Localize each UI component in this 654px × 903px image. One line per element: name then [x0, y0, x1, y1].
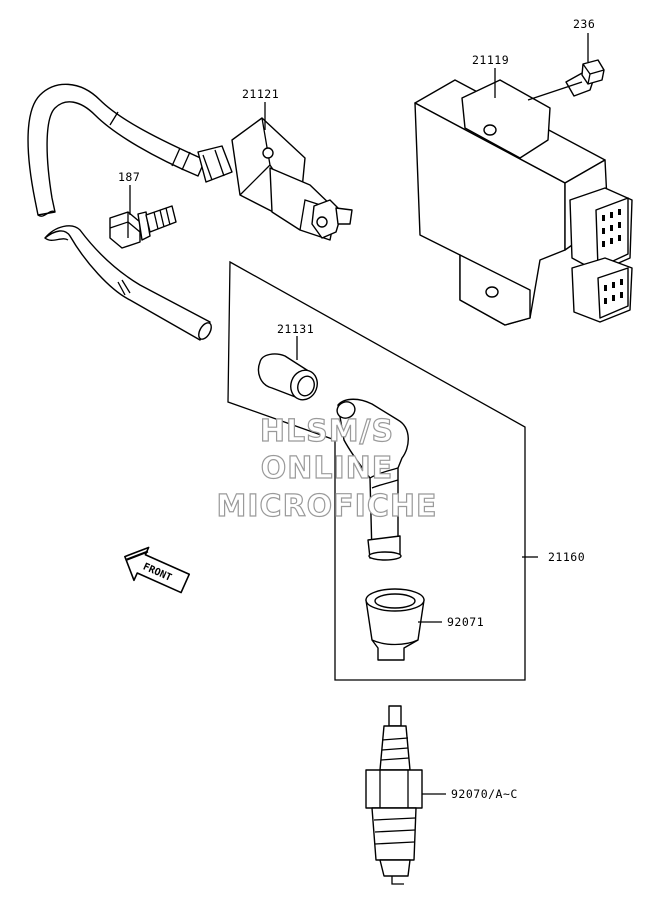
watermark-line-2: ONLINE	[261, 451, 394, 486]
bolt-187	[109, 205, 177, 249]
leader-lines	[129, 33, 589, 795]
watermark-line-1: HLSM/S	[260, 414, 394, 449]
part-label-21160: 21160	[548, 550, 585, 564]
part-label-21121: 21121	[242, 87, 279, 101]
ignition-coil-21121	[197, 117, 353, 241]
spark-plug-92070	[365, 705, 423, 885]
front-arrow: FRONT	[124, 546, 191, 594]
part-label-92070: 92070/A~C	[451, 787, 518, 801]
watermark: HLSM/S ONLINE MICROFICHE	[216, 413, 438, 524]
part-label-236: 236	[573, 17, 595, 31]
ignition-lead-cable	[27, 83, 212, 341]
cdi-unit-21119	[414, 79, 633, 326]
plug-cap-assembly-bracket	[227, 260, 526, 681]
seal-92071	[365, 588, 425, 661]
watermark-line-3: MICROFICHE	[217, 489, 438, 524]
seal-21131	[257, 353, 318, 401]
part-label-92071: 92071	[447, 615, 484, 629]
bolt-236	[565, 59, 605, 97]
part-label-21131: 21131	[277, 322, 314, 336]
part-label-21119: 21119	[472, 53, 509, 67]
spark-plug-cap	[336, 398, 409, 561]
part-label-187: 187	[118, 170, 140, 184]
